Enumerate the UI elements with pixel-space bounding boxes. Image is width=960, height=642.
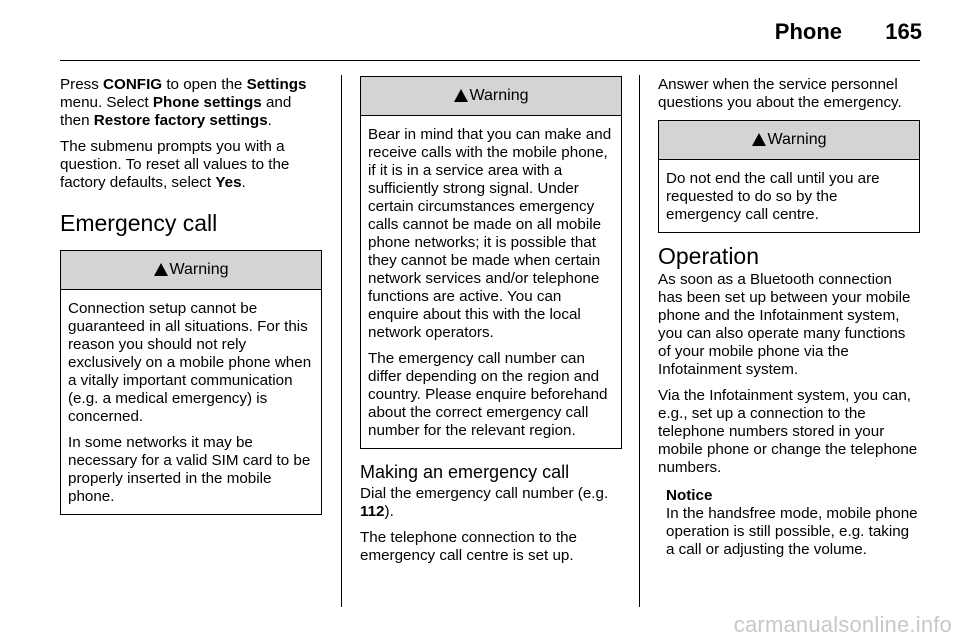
column-2: Warning Bear in mind that you can make a… bbox=[360, 76, 622, 573]
warning-title: Warning bbox=[169, 261, 229, 278]
warning-text: The emergency call number can differ dep… bbox=[368, 350, 608, 439]
warning-header: Warning bbox=[659, 121, 919, 160]
header-divider bbox=[60, 60, 920, 61]
paragraph: Dial the emergency call number (e.g. 112… bbox=[360, 485, 609, 520]
warning-text: Connection setup cannot be guaranteed in… bbox=[68, 300, 312, 425]
warning-box: Warning Connection setup cannot be guara… bbox=[60, 250, 322, 515]
warning-triangle-icon bbox=[453, 88, 468, 102]
warning-header: Warning bbox=[61, 251, 321, 290]
paragraph: The telephone connection to the emergenc… bbox=[360, 529, 578, 564]
column-divider-1 bbox=[341, 75, 342, 607]
watermark: carmanualsonline.info bbox=[733, 612, 952, 637]
page-number: 165 bbox=[885, 19, 922, 44]
subheading-making-emergency-call: Making an emergency call bbox=[360, 462, 570, 482]
paragraph: As soon as a Bluetooth connection has be… bbox=[658, 271, 911, 378]
intro-paragraph-1: Press CONFIG to open the Settings menu. … bbox=[60, 76, 307, 129]
paragraph: Answer when the service personnel questi… bbox=[658, 76, 902, 111]
warning-body: Connection setup cannot be guaranteed in… bbox=[61, 290, 321, 514]
warning-triangle-icon bbox=[153, 262, 168, 276]
page-title: Phone bbox=[774, 19, 842, 44]
section-heading-operation: Operation bbox=[658, 243, 760, 269]
section-heading-emergency-call: Emergency call bbox=[60, 210, 218, 236]
intro-paragraph-2: The submenu prompts you with a question.… bbox=[60, 138, 290, 191]
warning-text: In some networks it may be necessary for… bbox=[68, 434, 311, 505]
warning-title: Warning bbox=[469, 87, 529, 104]
notice-block: Notice In the handsfree mode, mobile pho… bbox=[658, 487, 920, 559]
column-1: Press CONFIG to open the Settings menu. … bbox=[60, 76, 322, 515]
warning-text: Bear in mind that you can make and recei… bbox=[368, 126, 612, 341]
paragraph: Via the Infotainment system, you can, e.… bbox=[658, 387, 918, 476]
notice-title: Notice bbox=[666, 487, 713, 504]
notice-text: In the handsfree mode, mobile phone oper… bbox=[666, 505, 918, 558]
warning-body: Do not end the call until you are reques… bbox=[659, 160, 919, 232]
page-header: Phone 165 bbox=[0, 0, 960, 62]
warning-text: Do not end the call until you are reques… bbox=[666, 170, 880, 223]
column-divider-2 bbox=[639, 75, 640, 607]
warning-box: Warning Bear in mind that you can make a… bbox=[360, 76, 622, 449]
warning-body: Bear in mind that you can make and recei… bbox=[361, 116, 621, 448]
warning-box: Warning Do not end the call until you ar… bbox=[658, 120, 920, 233]
column-3: Answer when the service personnel questi… bbox=[658, 76, 920, 559]
warning-triangle-icon bbox=[751, 132, 766, 146]
warning-header: Warning bbox=[361, 77, 621, 116]
warning-title: Warning bbox=[767, 131, 827, 148]
